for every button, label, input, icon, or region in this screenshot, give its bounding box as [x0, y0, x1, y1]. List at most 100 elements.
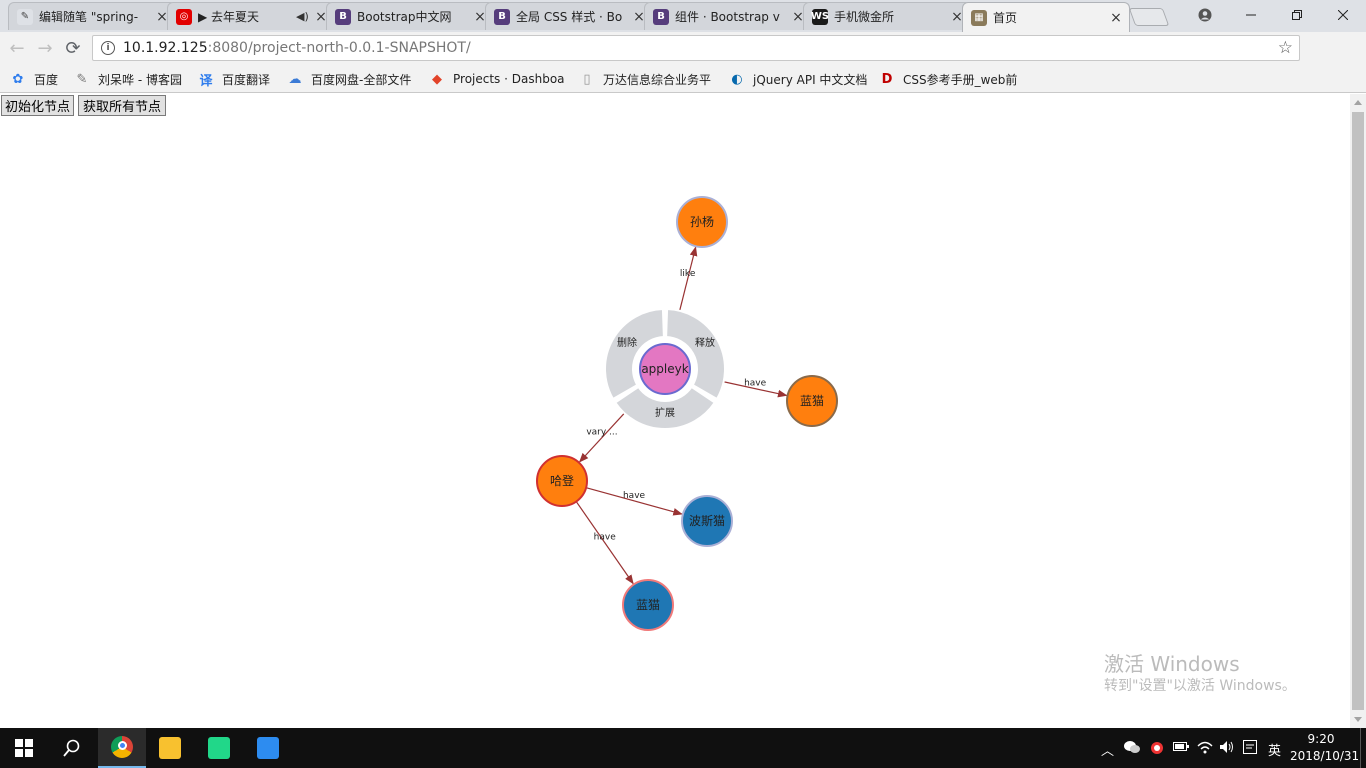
bookmark-label: 刘呆哗 - 博客园	[98, 72, 182, 87]
bootstrap-icon: B	[494, 8, 510, 25]
show-hidden-icons-icon[interactable]: ︿	[1101, 744, 1115, 759]
ring-menu-segment[interactable]	[665, 308, 726, 401]
minimize-button[interactable]	[1228, 0, 1274, 30]
ring-menu-segment[interactable]	[613, 385, 717, 430]
new-tab-button[interactable]	[1128, 8, 1170, 26]
graph-node[interactable]	[676, 196, 728, 248]
graph-node[interactable]	[786, 375, 838, 427]
graph-node-label: appleyk	[641, 362, 688, 376]
clock[interactable]: 9:20 2018/10/31	[1290, 731, 1360, 765]
bookmark-label: Projects · Dashboa	[453, 72, 565, 86]
address-bar[interactable]: i 10.1.92.125:8080/project-north-0.0.1-S…	[92, 35, 1300, 61]
bookmark-item[interactable]: ✿百度	[10, 70, 66, 88]
graph-node-label: 哈登	[550, 473, 574, 488]
tab-close-icon[interactable]: ×	[792, 8, 804, 25]
tab-close-icon[interactable]: ×	[474, 8, 486, 25]
close-window-button[interactable]	[1320, 0, 1366, 30]
graph-node[interactable]	[681, 495, 733, 547]
tab-close-icon[interactable]: ×	[315, 8, 327, 25]
reload-icon[interactable]: ⟳	[65, 37, 81, 59]
init-nodes-button[interactable]: 初始化节点	[1, 95, 74, 116]
bookmark-item[interactable]: ◆ Projects · Dashboa	[429, 70, 569, 88]
graph-node[interactable]	[536, 455, 588, 507]
chrome-icon[interactable]	[98, 728, 146, 768]
ring-menu-label[interactable]: 释放	[695, 336, 715, 349]
action-center-icon[interactable]	[1243, 740, 1257, 758]
restore-button[interactable]	[1274, 0, 1320, 30]
baidu-pan-icon: ☁	[288, 71, 302, 87]
ring-menu-segment[interactable]	[604, 308, 665, 401]
forward-arrow-icon[interactable]: →	[37, 37, 53, 59]
ring-menu-label[interactable]: 删除	[617, 336, 637, 349]
tab-audio-icon[interactable]: ◀)	[296, 10, 309, 23]
ring-menu-label[interactable]: 扩展	[655, 406, 675, 419]
page-icon: ▦	[971, 9, 987, 26]
tab-close-icon[interactable]: ×	[951, 8, 963, 25]
input-method-indicator[interactable]: 英	[1268, 744, 1282, 759]
gitlab-icon: ◆	[432, 71, 442, 87]
profile-icon[interactable]	[1182, 0, 1228, 30]
browser-tab[interactable]: ▦ 首页 ×	[962, 2, 1130, 32]
graph-link-label: have	[744, 379, 767, 389]
graph-node[interactable]	[639, 343, 691, 395]
browser-tab[interactable]: B 组件 · Bootstrap v ×	[644, 2, 812, 30]
graph-link[interactable]	[723, 381, 788, 398]
tab-close-icon[interactable]: ×	[633, 8, 645, 25]
antivirus-icon[interactable]	[1149, 740, 1165, 760]
graph-canvas[interactable]: likehavevary ...havehave 删除释放扩展 appleyk孙…	[0, 94, 1350, 728]
browser-tab[interactable]: ◎▶ 去年夏天◀)×	[167, 2, 335, 30]
tab-title: Bootstrap中文网	[357, 10, 452, 24]
battery-icon[interactable]	[1173, 740, 1189, 756]
windows-start-icon[interactable]	[0, 728, 48, 768]
bookmark-item[interactable]: 译百度翻译	[198, 70, 280, 89]
bookmark-item[interactable]: ▯万达信息综合业务平	[579, 70, 719, 88]
wifi-icon[interactable]	[1197, 740, 1213, 758]
browser-tab[interactable]: ✎编辑随笔 "spring-×	[8, 2, 176, 30]
wechat-icon[interactable]	[1124, 740, 1140, 758]
graph-node-label: 孙杨	[690, 214, 714, 229]
get-all-nodes-button[interactable]: 获取所有节点	[78, 95, 166, 116]
graph-link[interactable]	[575, 501, 634, 585]
volume-icon[interactable]	[1219, 740, 1235, 758]
bookmark-label: jQuery API 中文文档	[753, 72, 868, 87]
graph-link[interactable]	[585, 487, 683, 516]
scroll-thumb[interactable]	[1352, 112, 1364, 710]
tab-close-icon[interactable]: ×	[1110, 9, 1122, 26]
clock-date: 2018/10/31	[1290, 749, 1360, 763]
graph-link[interactable]	[578, 412, 625, 463]
notes-app-icon[interactable]	[244, 728, 292, 768]
scroll-down-icon[interactable]	[1354, 717, 1362, 722]
bookmark-item[interactable]: ☁百度网盘-全部文件	[287, 70, 421, 88]
bootstrap-icon: B	[653, 8, 669, 25]
webstorm-icon[interactable]	[195, 728, 243, 768]
url-host: 10.1.92.125	[123, 40, 208, 56]
file-explorer-icon[interactable]	[146, 728, 194, 768]
back-arrow-icon[interactable]: ←	[9, 37, 25, 59]
graph-node[interactable]	[622, 579, 674, 631]
show-desktop-button[interactable]	[1360, 728, 1366, 768]
graph-link[interactable]	[679, 246, 698, 311]
cnblogs-icon: ✎	[17, 8, 33, 25]
site-info-icon[interactable]: i	[101, 41, 115, 55]
tab-title: 组件 · Bootstrap v	[675, 10, 780, 24]
tab-title: 首页	[993, 11, 1018, 25]
bookmark-star-icon[interactable]: ☆	[1277, 38, 1293, 58]
bookmark-item[interactable]: ✎刘呆哗 - 博客园	[74, 70, 190, 88]
scroll-up-icon[interactable]	[1354, 100, 1362, 105]
clock-time: 9:20	[1307, 732, 1335, 746]
tab-close-icon[interactable]: ×	[156, 8, 168, 25]
activate-windows-title: 激活 Windows	[1104, 652, 1240, 676]
vertical-scrollbar[interactable]	[1350, 94, 1366, 728]
search-icon[interactable]	[48, 728, 96, 768]
webstorm-icon: WS	[811, 8, 829, 25]
graph-node-label: 蓝猫	[636, 598, 660, 612]
runoob-icon: D	[881, 71, 893, 87]
bookmark-item[interactable]: ◐ jQuery API 中文文档	[729, 70, 869, 88]
jquery-icon: ◐	[731, 71, 743, 87]
